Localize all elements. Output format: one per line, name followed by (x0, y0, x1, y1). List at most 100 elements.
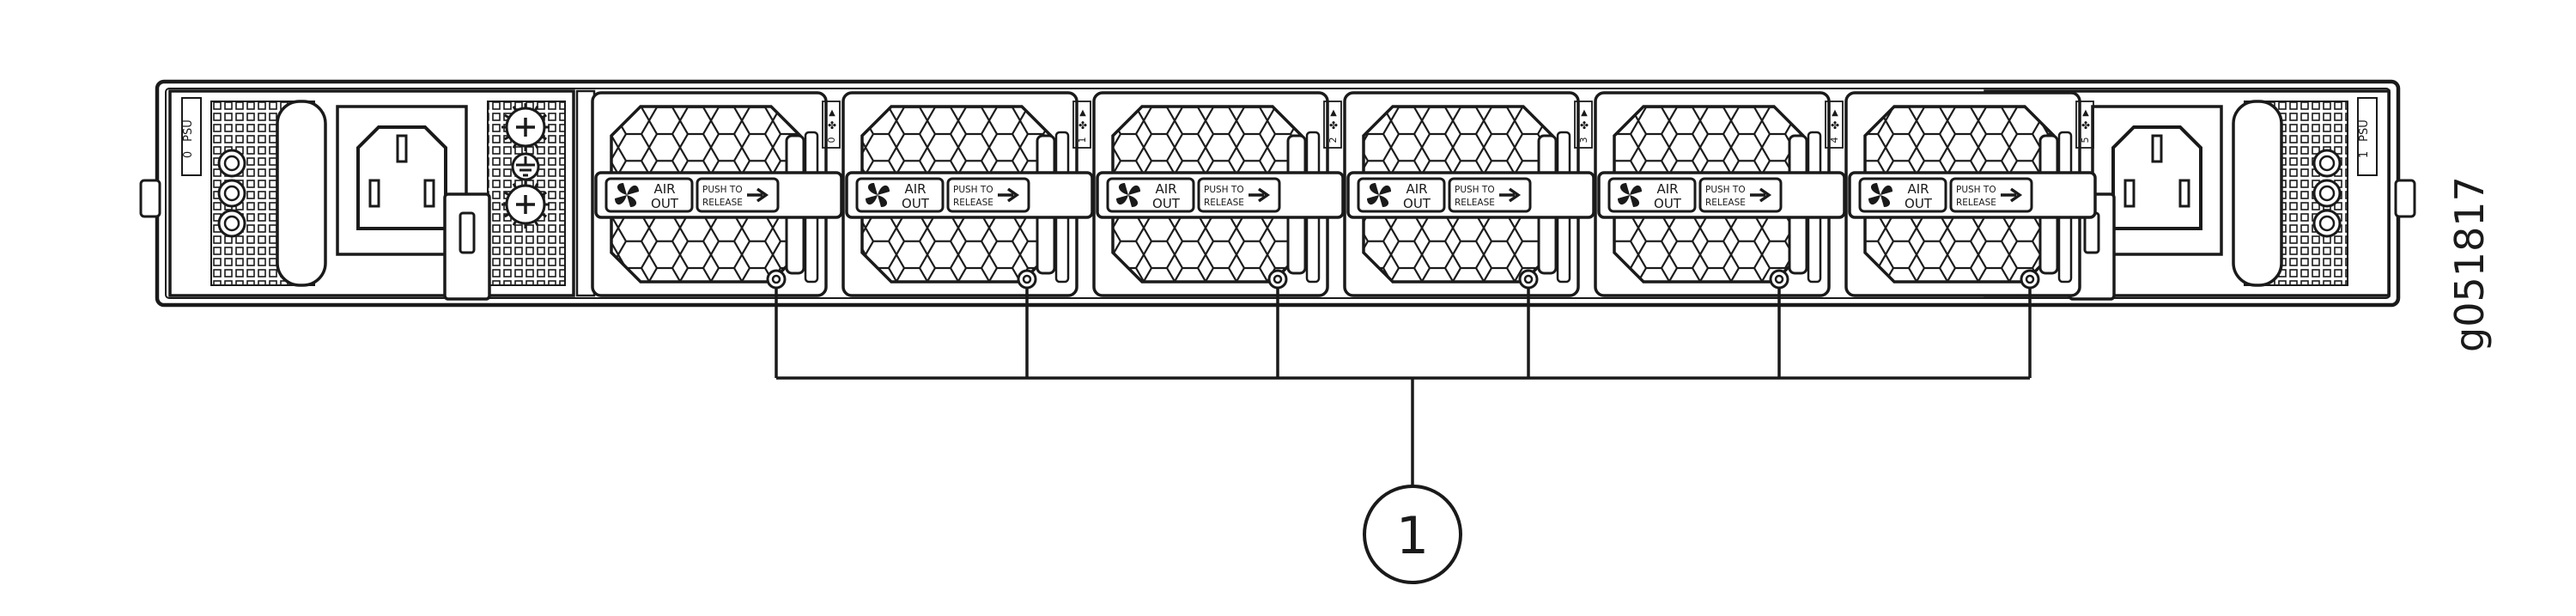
push-release-label-box (1448, 177, 1532, 213)
air-out-label-box (1106, 177, 1195, 213)
fan-captive-screw-center (1523, 274, 1534, 284)
fan-blade (617, 183, 627, 195)
fan-indicator-icon: ▲ (1079, 108, 1086, 118)
grounding-area (501, 89, 596, 297)
ground-screw-tooth (541, 191, 547, 197)
fan-blade (1618, 195, 1630, 205)
fan-blade (878, 185, 890, 195)
push-to-label: PUSH TO (1455, 185, 1495, 195)
ground-screw-tooth (512, 220, 518, 226)
fan-blade (1630, 185, 1642, 195)
push-release-label-box (946, 177, 1030, 213)
ground-screw-tooth (512, 183, 518, 189)
fan-index: 4 (1829, 137, 1840, 143)
ground-symbol-ring (511, 152, 540, 181)
ground-screw-tooth (533, 183, 539, 189)
psu-label: PSU (2358, 119, 2371, 142)
release-label: RELEASE (1455, 198, 1495, 208)
air-label: AIR (653, 181, 675, 197)
fan-index-strip (1574, 101, 1593, 149)
fan-blade (1868, 195, 1880, 205)
psu-ac-inlet-frame (336, 105, 468, 256)
ground-screw-tooth (512, 143, 518, 149)
psu-handle (2232, 100, 2283, 287)
fan-index-strip (1323, 101, 1342, 149)
push-release-label-box (1197, 177, 1281, 213)
fan-captive-screw-center (1022, 274, 1032, 284)
release-arrow-icon (1249, 187, 1271, 203)
fan-index: 2 (1327, 137, 1339, 143)
push-to-label: PUSH TO (1956, 185, 1996, 195)
fan-blade (1379, 195, 1388, 207)
fan-blade (627, 195, 636, 207)
ground-screw-tooth (504, 212, 510, 218)
fan-index: 5 (2080, 137, 2091, 143)
fan-icon (1868, 183, 1893, 207)
fan-blade (627, 185, 639, 195)
air-label: AIR (904, 181, 926, 197)
fan-blade (1128, 185, 1140, 195)
fan-blade (868, 183, 878, 195)
callout-number: 1 (1396, 506, 1429, 566)
psu-label-strip (181, 97, 202, 176)
callout-circle (1363, 485, 1462, 584)
ac-inlet-pin (2123, 179, 2136, 208)
fan-small-icon: ✤ (828, 119, 836, 131)
psu-index: 0 (182, 151, 195, 158)
out-label: OUT (1654, 196, 1682, 211)
psu-led (223, 185, 240, 202)
fan-indicator-icon: ▲ (1330, 108, 1337, 118)
push-to-label: PUSH TO (953, 185, 993, 195)
air-out-label-box (1858, 177, 1947, 213)
psu-led (2318, 215, 2336, 232)
release-arrow-icon (998, 187, 1020, 203)
fan-index: 0 (826, 137, 837, 143)
fan-blade (1880, 185, 1893, 195)
ground-screw-tooth (541, 212, 547, 218)
fan-small-icon: ✤ (1329, 119, 1338, 131)
right-mount-tab (2394, 179, 2416, 218)
air-label: AIR (1155, 181, 1176, 197)
fan-captive-screw-center (1774, 274, 1784, 284)
fan-icon (1116, 183, 1140, 207)
fan-captive-screw-center (771, 274, 781, 284)
ac-inlet-receptacle (2111, 125, 2202, 230)
release-arrow-icon (747, 187, 769, 203)
fan-index-strip (1072, 101, 1091, 149)
out-label: OUT (902, 196, 930, 211)
fan-blade (1620, 183, 1630, 195)
left-mount-tab (139, 179, 161, 218)
fan-indicator-icon: ▲ (829, 108, 835, 118)
callout-1: 1 (1363, 485, 1462, 584)
ground-screw-tooth (504, 135, 510, 141)
fan-indicator-icon: ▲ (1581, 108, 1588, 118)
push-to-label: PUSH TO (1204, 185, 1244, 195)
psu-retainer-latch (459, 211, 476, 254)
fan-small-icon: ✤ (1078, 119, 1087, 131)
fan-blade (1880, 195, 1890, 207)
callout-leader-lines (775, 288, 2032, 486)
ac-inlet-pin (423, 179, 435, 208)
release-arrow-icon (1750, 187, 1772, 203)
ground-screw-tooth (541, 135, 547, 141)
ac-inlet-receptacle (356, 125, 447, 230)
figure-id: g051817 (2446, 176, 2493, 352)
fan-captive-screw-center (1273, 274, 1283, 284)
release-label: RELEASE (1956, 198, 1996, 208)
psu-frame (168, 89, 575, 297)
release-label: RELEASE (702, 198, 743, 208)
release-label: RELEASE (1705, 198, 1746, 208)
ac-inlet-pin (2178, 179, 2190, 208)
ground-screw-tooth (541, 113, 547, 119)
fan-blade (1119, 183, 1128, 195)
fan-indicator-icon: ▲ (2082, 108, 2089, 118)
air-out-label-box (1357, 177, 1446, 213)
fan-index-strip (822, 101, 841, 149)
psu-label-strip (2357, 97, 2378, 176)
